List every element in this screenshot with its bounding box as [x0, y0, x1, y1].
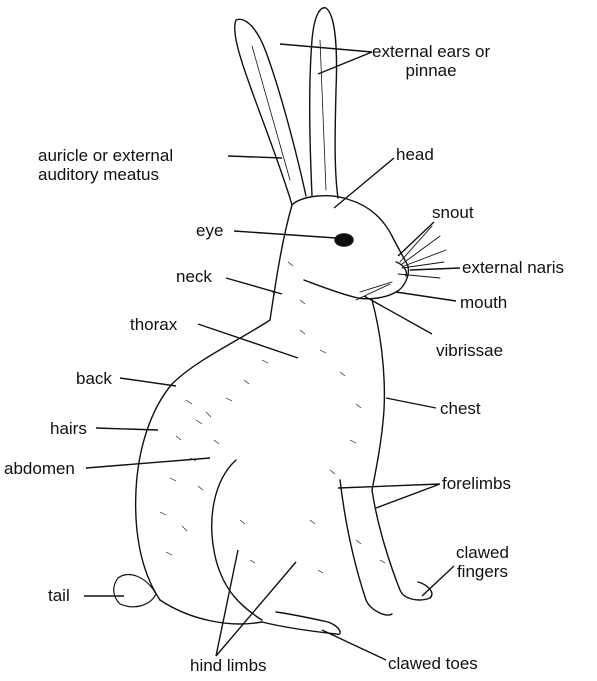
leader-clawed-fingers [422, 566, 454, 596]
forelimb-back [340, 480, 392, 615]
leader-vibrissae [364, 296, 432, 334]
label-external-ears: external ears or pinnae [372, 42, 490, 80]
label-external-ears-line2: pinnae [372, 61, 490, 80]
leader-mouth [396, 292, 456, 301]
leader-hind-limbs [216, 550, 296, 656]
label-eye: eye [196, 221, 223, 240]
label-auricle-line1: auricle or external [38, 146, 173, 165]
label-clawed-fingers-line2: fingers [456, 562, 509, 581]
label-tail: tail [48, 586, 70, 605]
label-auricle: auricle or external auditory meatus [38, 146, 173, 184]
leader-chest [386, 398, 436, 408]
label-mouth: mouth [460, 293, 507, 312]
right-ear-outline [310, 8, 338, 198]
label-head: head [396, 145, 434, 164]
leader-neck [226, 278, 282, 294]
label-hairs: hairs [50, 419, 87, 438]
label-forelimbs: forelimbs [442, 474, 511, 493]
leader-snout [398, 222, 434, 256]
label-neck: neck [176, 267, 212, 286]
label-hind-limbs: hind limbs [190, 656, 267, 675]
leader-back [120, 378, 176, 386]
label-external-ears-line1: external ears or [372, 42, 490, 61]
leader-external-naris [410, 268, 460, 270]
leader-clawed-toes [322, 630, 386, 660]
right-ear-inner [320, 40, 326, 190]
label-external-naris: external naris [462, 258, 564, 277]
leader-forelimbs [338, 484, 440, 508]
hind-foot [262, 612, 340, 634]
eye-shape [335, 234, 353, 246]
label-back: back [76, 369, 112, 388]
label-auricle-line2: auditory meatus [38, 165, 173, 184]
back-outline [136, 205, 292, 600]
hind-leg [160, 460, 262, 624]
label-thorax: thorax [130, 315, 177, 334]
leader-abdomen [86, 458, 210, 468]
label-chest: chest [440, 399, 481, 418]
leader-lines [84, 44, 460, 660]
head-outline [292, 196, 408, 299]
label-clawed-fingers: clawed fingers [456, 543, 509, 581]
leader-head [334, 158, 394, 208]
leader-external-ears [280, 44, 372, 74]
fur-hatching [160, 262, 385, 573]
leader-auricle [228, 156, 282, 158]
label-snout: snout [432, 203, 474, 222]
label-clawed-toes: clawed toes [388, 654, 478, 673]
label-abdomen: abdomen [4, 459, 75, 478]
label-clawed-fingers-line1: clawed [456, 543, 509, 562]
chest-outline [372, 300, 384, 490]
leader-hairs [96, 428, 158, 430]
leader-thorax [198, 324, 298, 358]
label-vibrissae: vibrissae [436, 341, 503, 360]
